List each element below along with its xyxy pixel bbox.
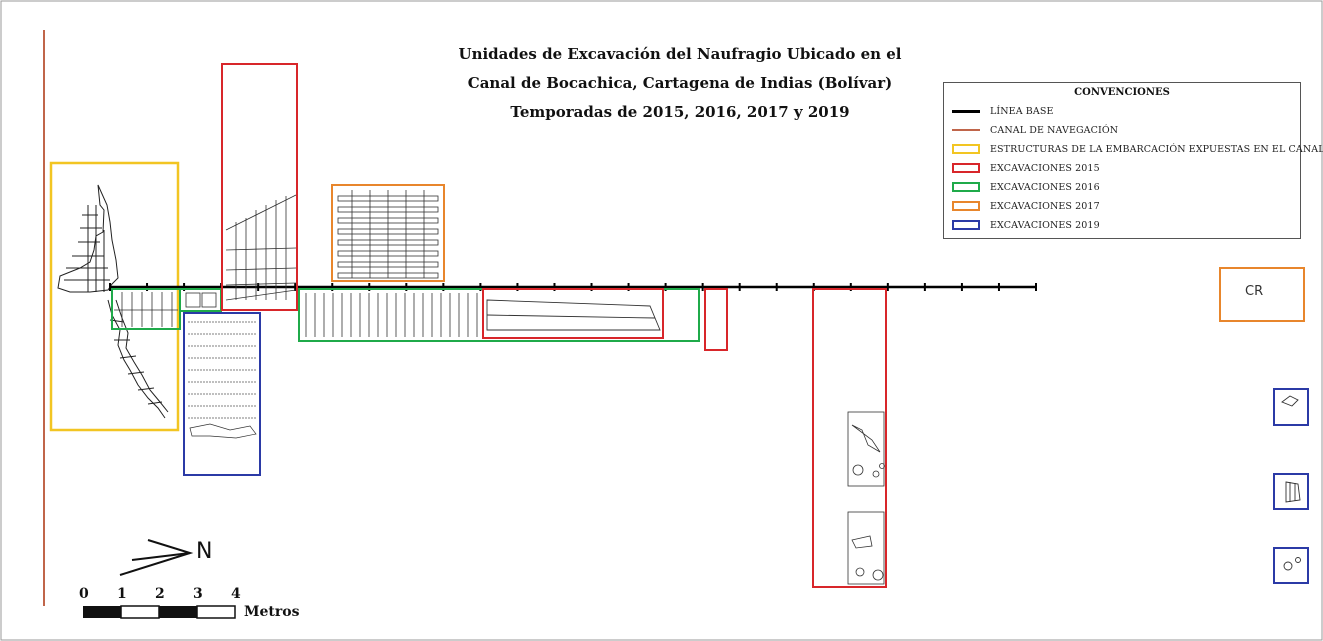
legend-symbol <box>952 163 980 173</box>
finds-2019-small-units <box>1281 395 1301 571</box>
legend-label: EXCAVACIONES 2017 <box>990 200 1100 212</box>
scale-tick-label: 0 <box>79 586 89 602</box>
excavation-2019-unit-2 <box>1273 388 1309 426</box>
hull-structure-drawing <box>57 184 169 419</box>
legend-label: CANAL DE NAVEGACIÓN <box>990 124 1119 136</box>
excavation-2019-unit-1 <box>183 312 261 476</box>
map-title-line-1: Unidades de Excavación del Naufragio Ubi… <box>458 45 902 63</box>
legend-symbol <box>952 129 980 131</box>
legend-item: CANAL DE NAVEGACIÓN <box>952 122 1118 138</box>
timber-2015-unit-2 <box>486 299 661 331</box>
legend-item: EXCAVACIONES 2019 <box>952 217 1100 233</box>
scale-unit-label: Metros <box>244 604 300 620</box>
excavation-2015-unit-1 <box>221 63 298 311</box>
legend-symbol <box>952 182 980 192</box>
exposed-structures-box <box>49 161 180 432</box>
excavation-2015-unit-3 <box>704 288 728 351</box>
frames-2016-unit-3 <box>305 293 478 337</box>
legend-symbol <box>952 109 980 113</box>
scale-tick-label: 3 <box>193 586 203 602</box>
excavation-2019-unit-3 <box>1273 473 1309 510</box>
excavation-2017-unit-2 <box>1219 267 1305 322</box>
legend-symbol <box>952 201 980 211</box>
excavation-2015-unit-4 <box>812 288 887 588</box>
legend: CONVENCIONES LÍNEA BASE CANAL DE NAVEGACI… <box>943 82 1323 239</box>
excavation-2017-unit-1 <box>331 184 445 282</box>
excavation-2015-unit-2 <box>482 288 664 339</box>
legend-symbol <box>952 220 980 230</box>
legend-item: EXCAVACIONES 2015 <box>952 160 1100 176</box>
orange-unit-label: CR <box>1245 284 1264 299</box>
map-title-line-3: Temporadas de 2015, 2016, 2017 y 2019 <box>510 103 850 121</box>
north-arrow-icon <box>119 539 194 576</box>
legend-label: EXCAVACIONES 2015 <box>990 162 1100 174</box>
legend-label: ESTRUCTURAS DE LA EMBARCACIÓN EXPUESTAS … <box>990 143 1323 155</box>
north-label: N <box>196 539 213 564</box>
legend-item: LÍNEA BASE <box>952 103 1053 119</box>
timber-fragment <box>189 423 257 439</box>
excavation-2019-unit-4 <box>1273 547 1309 584</box>
legend-symbol <box>952 144 980 154</box>
planks-2015-unit-1 <box>225 194 297 301</box>
legend-label: EXCAVACIONES 2016 <box>990 181 1100 193</box>
legend-item: EXCAVACIONES 2017 <box>952 198 1100 214</box>
legend-item: ESTRUCTURAS DE LA EMBARCACIÓN EXPUESTAS … <box>952 141 1323 157</box>
legend-label: LÍNEA BASE <box>990 105 1054 117</box>
legend-title: CONVENCIONES <box>1074 87 1170 98</box>
legend-label: EXCAVACIONES 2019 <box>990 219 1100 231</box>
legend-item: EXCAVACIONES 2016 <box>952 179 1100 195</box>
scale-bar <box>83 605 236 619</box>
map-title-line-2: Canal de Bocachica, Cartagena de Indias … <box>467 74 893 92</box>
planks-2019-unit-1 <box>188 321 257 439</box>
planks-2017-unit-1 <box>337 190 439 279</box>
scale-tick-label: 2 <box>155 586 165 602</box>
finds-2015-unit-4 <box>847 411 885 585</box>
scale-tick-label: 4 <box>231 586 241 602</box>
planks-2016-unit-1 <box>114 292 178 327</box>
timbers-2016-unit-2 <box>185 292 217 308</box>
scale-tick-label: 1 <box>117 586 127 602</box>
